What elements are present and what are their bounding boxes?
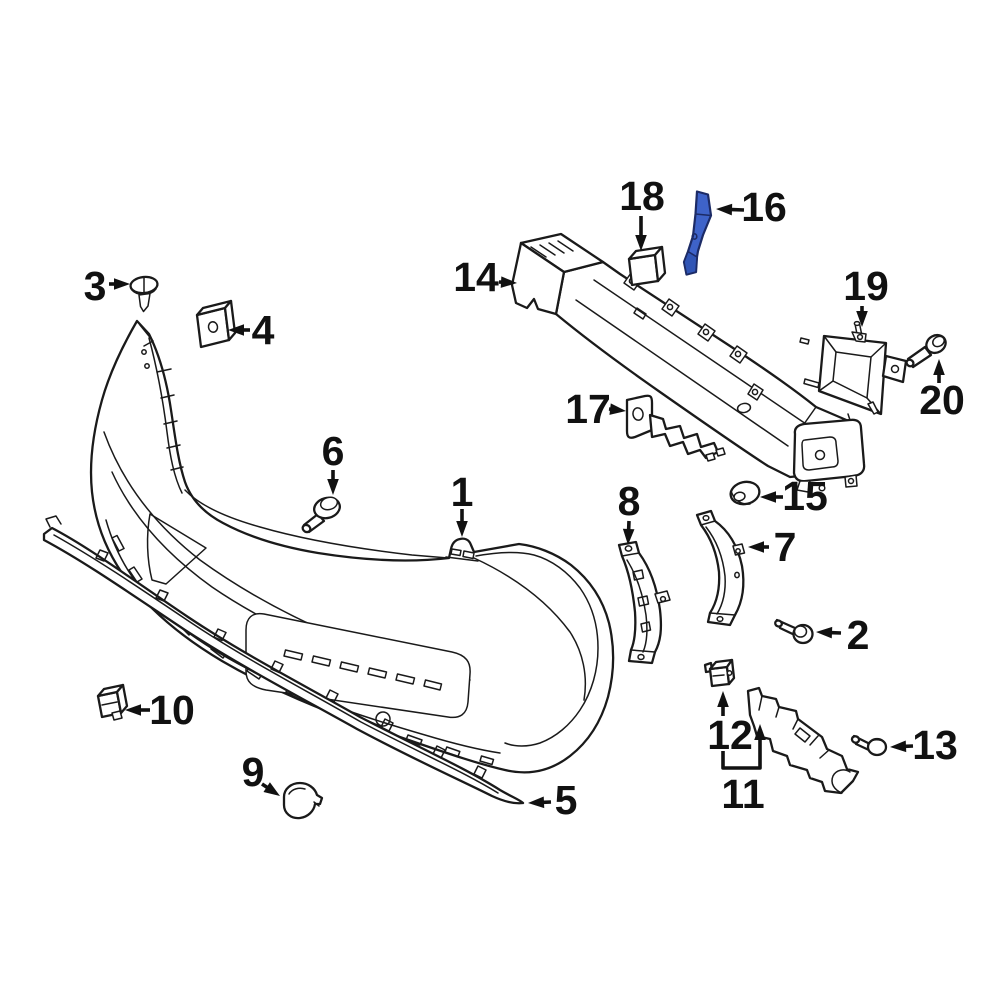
callout-20-number[interactable]: 20 [919,377,965,423]
part-grommet-15 [729,480,761,506]
callout-6[interactable]: 6 [322,428,345,495]
part-bolt-2 [774,618,814,645]
callout-4[interactable]: 4 [228,307,275,353]
callout-5[interactable]: 5 [528,777,577,823]
callout-20-arrowhead-icon [933,359,945,375]
callout-18-arrowhead-icon [635,235,647,251]
callout-3[interactable]: 3 [84,263,130,309]
callout-14[interactable]: 14 [453,254,517,300]
callout-19[interactable]: 19 [843,263,889,327]
callout-17[interactable]: 17 [565,386,626,432]
callout-8-number[interactable]: 8 [618,478,641,524]
callout-7-number[interactable]: 7 [774,524,797,570]
callout-19-number[interactable]: 19 [843,263,889,309]
part-tow-hook-cover-9 [282,781,324,820]
callout-7-arrowhead-icon [748,541,764,553]
callout-11-leader-line [721,737,762,770]
callout-13-arrowhead-icon [890,740,907,753]
part-impact-bar [510,232,866,493]
callout-19-arrowhead-icon [856,311,868,327]
part-side-support-7 [695,509,746,627]
callout-10-number[interactable]: 10 [149,687,195,733]
callout-16[interactable]: 16 [716,184,787,230]
callout-8-arrowhead-icon [622,528,635,545]
callout-1-number[interactable]: 1 [451,469,474,515]
callout-17-arrowhead-icon [609,403,626,415]
callout-9-arrowhead-icon [263,782,280,796]
callout-18-number[interactable]: 18 [619,173,665,219]
part-lower-trim-strip [42,515,525,805]
callout-13-number[interactable]: 13 [912,722,958,768]
part-pad-4 [195,299,237,349]
part-bracket-17 [625,394,726,462]
callout-10[interactable]: 10 [125,687,195,733]
callout-9-number[interactable]: 9 [242,749,265,795]
callout-2-arrowhead-icon [816,626,833,639]
callout-18[interactable]: 18 [619,173,665,251]
callout-12[interactable]: 12 [707,691,753,758]
part-pad-18 [627,245,667,287]
part-clip-12 [703,658,736,688]
part-bracket-box-19 [799,320,908,416]
part-brace-11 [746,686,860,795]
callout-10-arrowhead-icon [125,704,141,716]
callout-8[interactable]: 8 [618,478,641,545]
callout-16-number[interactable]: 16 [741,184,787,230]
callout-12-arrowhead-icon [717,691,729,707]
callout-4-number[interactable]: 4 [252,307,275,353]
callout-11-number[interactable]: 11 [721,771,764,817]
part-bumper-cover [89,319,615,774]
part-bolt-6 [301,496,341,534]
callout-16-arrowhead-icon [716,203,733,216]
callout-6-number[interactable]: 6 [322,428,345,474]
callout-2[interactable]: 2 [816,612,869,658]
callout-3-arrowhead-icon [114,278,130,290]
callout-15-arrowhead-icon [760,491,776,503]
callout-2-number[interactable]: 2 [847,612,870,658]
callout-4-arrowhead-icon [228,324,244,336]
callout-12-number[interactable]: 12 [707,712,753,758]
callout-5-number[interactable]: 5 [555,777,578,823]
part-push-clip-3 [129,275,159,313]
callout-5-arrowhead-icon [528,796,545,809]
callout-7[interactable]: 7 [748,524,796,570]
callout-15[interactable]: 15 [760,473,828,519]
part-bolt-20 [905,333,947,369]
callout-13[interactable]: 13 [890,722,958,768]
callout-14-number[interactable]: 14 [453,254,499,300]
part-side-support-8 [617,540,671,665]
part-bolt-13 [850,734,888,757]
part-clip-10 [96,683,129,721]
callout-9[interactable]: 9 [242,749,280,796]
callout-14-arrowhead-icon [500,276,517,288]
callout-11[interactable]: 11 [721,724,766,817]
callout-1-arrowhead-icon [456,521,468,537]
callout-1[interactable]: 1 [451,469,474,537]
part-side-bracket-16-highlighted[interactable] [682,190,713,276]
callout-6-arrowhead-icon [327,479,339,495]
callout-3-number[interactable]: 3 [84,263,107,309]
callout-20[interactable]: 20 [919,359,965,423]
callout-15-number[interactable]: 15 [782,473,828,519]
callout-11-arrowhead-icon [754,724,766,740]
callout-17-number[interactable]: 17 [565,386,611,432]
